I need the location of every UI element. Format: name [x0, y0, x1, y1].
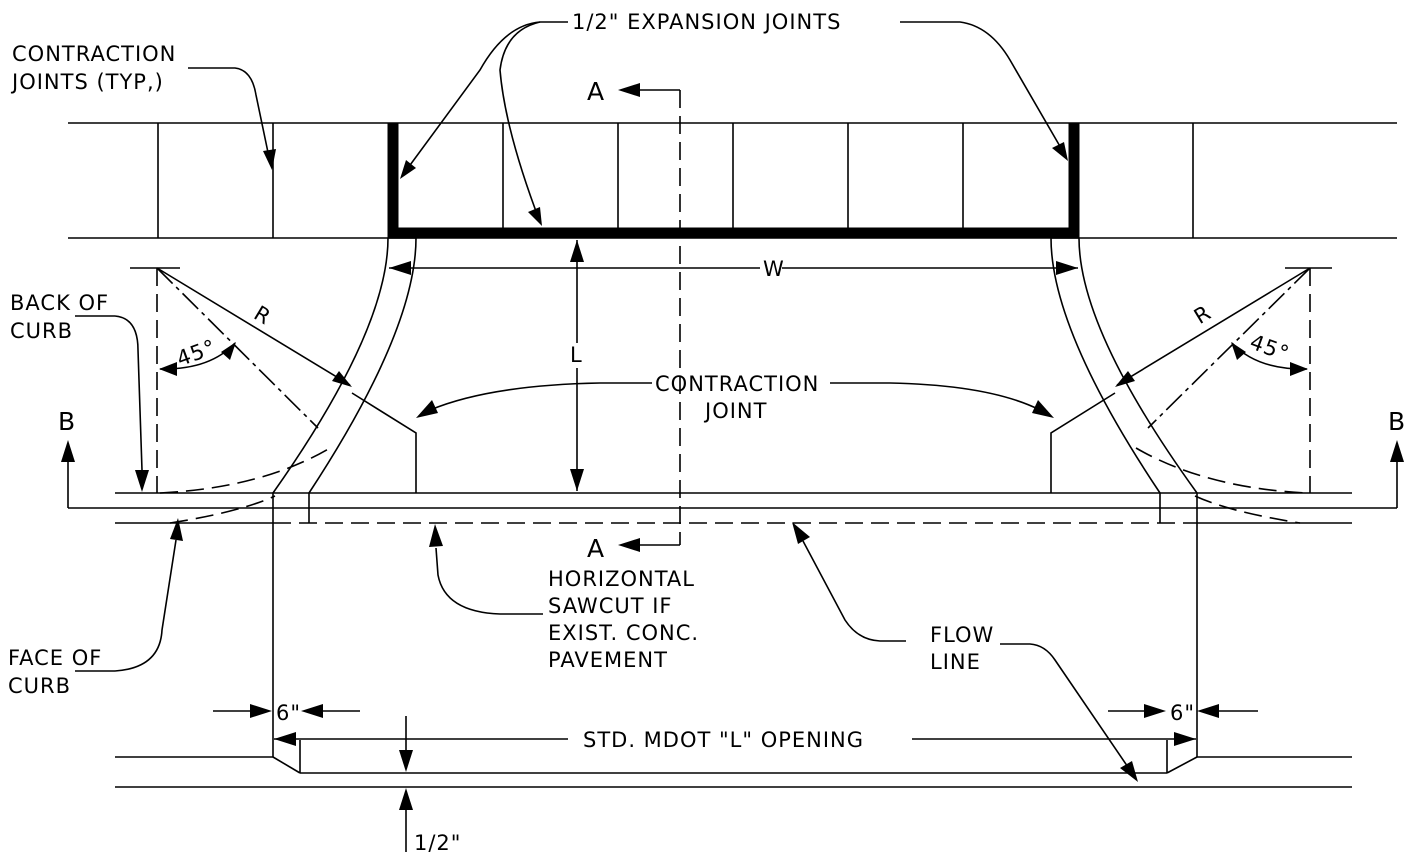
- section-line-b-arrows: [61, 440, 1404, 462]
- section-a-bottom-label: A: [587, 534, 605, 563]
- contraction-joint-label-2: JOINT: [703, 399, 767, 423]
- dimension-std-opening-label: STD. MDOT "L" OPENING: [583, 728, 864, 752]
- flow-line-label-1: FLOW: [930, 623, 994, 647]
- face-of-curb-label-1: FACE OF: [8, 646, 102, 670]
- sidewalk: [68, 122, 1397, 239]
- leader-face-of-curb: [75, 518, 183, 672]
- gutter-opening: [115, 740, 1352, 788]
- curb-return-left: [272, 237, 417, 757]
- sawcut-label-4: PAVEMENT: [548, 648, 668, 672]
- curb-return-right: [1050, 237, 1198, 757]
- radius-left-label: R: [250, 301, 276, 330]
- flow-line-label-2: LINE: [930, 650, 981, 674]
- face-of-curb-label-2: CURB: [8, 674, 71, 698]
- leader-contraction-joints-typ: [188, 67, 276, 170]
- expansion-joint-heavy-line: [387, 122, 1080, 239]
- dimension-6in-left-label: 6": [276, 701, 301, 725]
- contraction-joints-typ-label-1: CONTRACTION: [12, 42, 176, 66]
- dimension-half-inch-label: 1/2": [414, 831, 461, 855]
- radius-right-label: R: [1190, 300, 1216, 329]
- dimension-6in-left: [213, 704, 360, 718]
- leader-horizontal-sawcut: [429, 524, 543, 615]
- leader-flow-line: [792, 522, 1138, 782]
- contraction-joints-typ-label-2: JOINTS (TYP,): [10, 70, 164, 94]
- section-line-a: [618, 83, 681, 552]
- section-b-right-label: B: [1388, 407, 1405, 436]
- dimension-w: [389, 261, 1078, 275]
- leader-expansion-joints: [400, 21, 1068, 226]
- leader-contraction-joint: [416, 382, 1054, 418]
- sawcut-label-2: SAWCUT IF: [548, 594, 673, 618]
- dimension-6in-right: [1108, 704, 1258, 718]
- radius-construction-right: [1115, 267, 1332, 524]
- back-of-curb-label-2: CURB: [10, 319, 73, 343]
- section-b-left-label: B: [58, 407, 76, 436]
- expansion-joints-label: 1/2" EXPANSION JOINTS: [572, 10, 841, 34]
- dimension-std-opening: [274, 732, 1196, 746]
- leader-back-of-curb: [75, 315, 149, 492]
- sawcut-label-1: HORIZONTAL: [548, 567, 695, 591]
- dimension-l-label: L: [570, 343, 583, 367]
- radius-construction-left: [130, 267, 352, 524]
- dimension-l: [570, 240, 584, 491]
- angle-right-label: 45°: [1247, 330, 1293, 366]
- curb-lines: [67, 462, 1398, 524]
- back-of-curb-label-1: BACK OF: [10, 291, 109, 315]
- angle-left-label: 45°: [173, 335, 219, 371]
- dimension-w-label: W: [763, 257, 785, 281]
- contraction-joint-label-1: CONTRACTION: [655, 372, 819, 396]
- sawcut-label-3: EXIST. CONC.: [548, 621, 699, 645]
- section-a-top-label: A: [587, 77, 605, 106]
- dimension-6in-right-label: 6": [1170, 701, 1195, 725]
- dimension-half-inch: [399, 716, 413, 852]
